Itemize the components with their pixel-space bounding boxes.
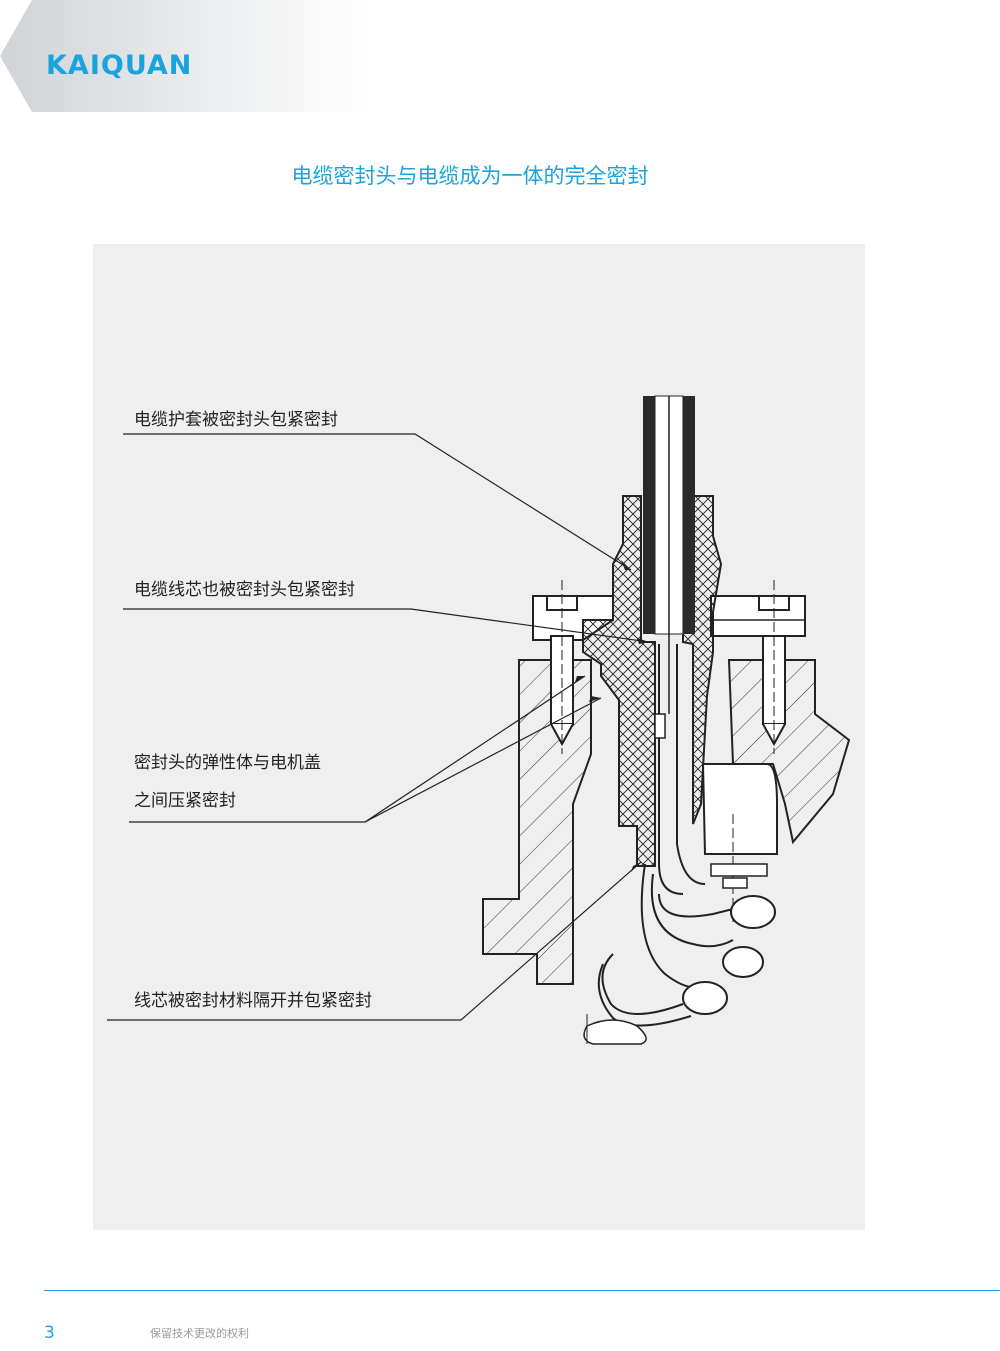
wire-cap: [730, 895, 776, 929]
footer-note: 保留技术更改的权利: [150, 1327, 249, 1340]
callout-sheath-sealed: 电缆护套被密封头包紧密封: [134, 410, 338, 430]
terminal-box: [701, 763, 778, 855]
leader-lines: [107, 433, 650, 1021]
footer-divider: [44, 1290, 1000, 1291]
cable-sheath: [643, 396, 655, 634]
callout-elastomer-seal-line1: 密封头的弹性体与电机盖: [134, 753, 321, 773]
callout-cores-separated: 线芯被密封材料隔开并包紧密封: [134, 991, 372, 1011]
diagram-drawing: [107, 395, 851, 1045]
sealing-head: [582, 495, 656, 867]
callout-elastomer-seal-line2: 之间压紧密封: [134, 791, 236, 811]
conductor-cores: [658, 644, 684, 895]
brand-logo: KAIQUAN: [46, 50, 193, 81]
page-title: 电缆密封头与电缆成为一体的完全密封: [291, 164, 649, 188]
header-band: [0, 0, 370, 112]
cable-gland-diagram: 电缆护套被密封头包紧密封 电缆线芯也被密封头包紧密封 密封头的弹性体与电机盖 之…: [93, 244, 865, 1230]
page-number: 3: [44, 1323, 55, 1343]
callout-cores-sealed: 电缆线芯也被密封头包紧密封: [134, 580, 355, 600]
motor-housing: [482, 659, 592, 985]
